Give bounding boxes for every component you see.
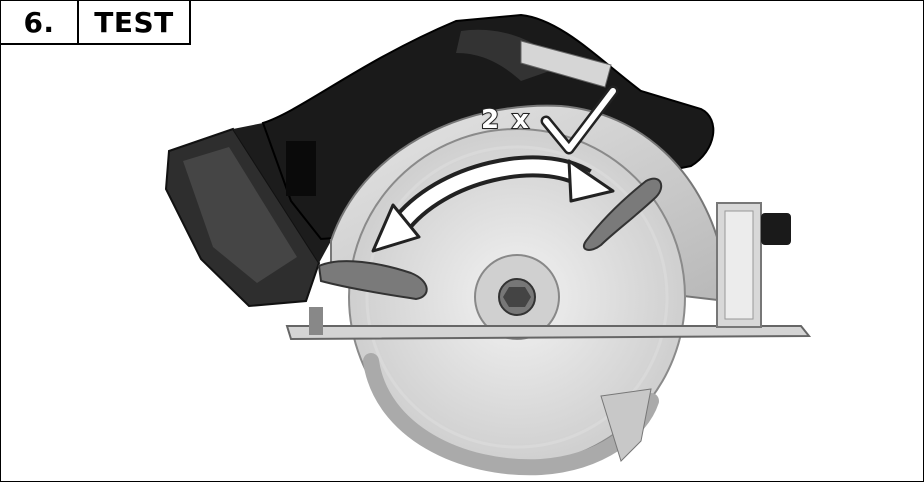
rear-guard-lever [582, 177, 663, 251]
double-arrow-icon [371, 155, 615, 253]
lower-blade-guard [363, 353, 659, 476]
battery-pack [164, 123, 331, 308]
step-header: 6. TEST [1, 1, 191, 45]
base-plate [285, 202, 812, 341]
step-number: 6. [1, 1, 79, 43]
step-title: TEST [94, 5, 174, 39]
repeat-count-label: 2 x [480, 104, 531, 136]
lower-guard-lever [317, 260, 428, 301]
checkmark-icon [540, 85, 619, 155]
